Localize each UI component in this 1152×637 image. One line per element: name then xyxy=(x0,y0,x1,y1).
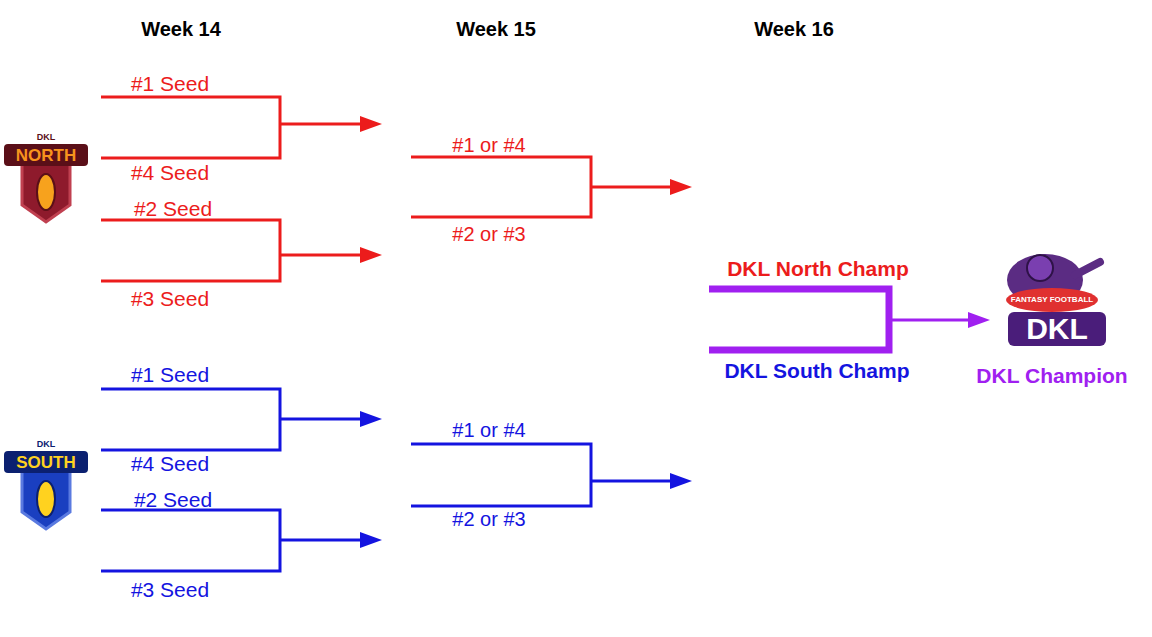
arrow-line xyxy=(280,539,362,542)
arrow-line xyxy=(280,123,362,126)
logo-helmet xyxy=(1027,255,1053,281)
arrowhead xyxy=(360,247,382,263)
bracket-line xyxy=(411,157,591,217)
logo-banner xyxy=(4,144,88,166)
arrowhead xyxy=(360,116,382,132)
seed-label: #4 Seed xyxy=(131,162,209,183)
arrowhead xyxy=(670,179,692,195)
arrow-line xyxy=(591,186,672,189)
south-logo xyxy=(4,438,88,529)
north-logo xyxy=(4,131,88,222)
champ-label: DKL North Champ xyxy=(727,258,909,279)
logo-text: DKL xyxy=(37,440,56,449)
seed-label: #3 Seed xyxy=(131,579,209,600)
logo-ball xyxy=(37,481,55,517)
seed-label: #1 Seed xyxy=(131,364,209,385)
south-arrowheads xyxy=(360,411,692,548)
week-label: Week 16 xyxy=(754,19,834,39)
logo-text: SOUTH xyxy=(16,454,76,471)
logo-text: DKL xyxy=(1026,314,1088,344)
arrowhead xyxy=(968,312,990,328)
logo-text: FANTASY FOOTBALL xyxy=(1011,296,1093,304)
arrow-line xyxy=(280,418,362,421)
champ-label: DKL South Champ xyxy=(724,360,909,381)
champion-label: DKL Champion xyxy=(976,365,1127,386)
bracket-line xyxy=(101,389,280,450)
slot-label: #2 or #3 xyxy=(452,224,525,244)
seed-label: #3 Seed xyxy=(131,288,209,309)
arrowhead xyxy=(360,532,382,548)
arrowhead xyxy=(360,411,382,427)
week-label: Week 15 xyxy=(456,19,536,39)
logo-plate xyxy=(1008,312,1106,346)
north-bracket xyxy=(101,97,672,281)
arrowhead xyxy=(670,473,692,489)
north-arrowheads xyxy=(360,116,692,263)
logo-arm xyxy=(1075,262,1100,275)
seed-label: #1 Seed xyxy=(131,73,209,94)
logo-tag xyxy=(32,131,60,142)
slot-label: #1 or #4 xyxy=(452,420,525,440)
bracket-line xyxy=(101,220,280,281)
bracket-line xyxy=(101,97,280,158)
logo-tag xyxy=(32,438,60,449)
arrow-line xyxy=(889,319,970,322)
seed-label: #2 Seed xyxy=(134,489,212,510)
logo-text: DKL xyxy=(37,133,56,142)
logo-ball xyxy=(37,174,55,210)
dkl-logo xyxy=(1006,254,1106,346)
week-label: Week 14 xyxy=(141,19,221,39)
south-bracket xyxy=(101,389,672,571)
bracket-line xyxy=(411,444,591,506)
arrow-line xyxy=(591,480,672,483)
logo-banner xyxy=(4,451,88,473)
bracket-line xyxy=(101,510,280,571)
arrow-line xyxy=(280,254,362,257)
seed-label: #4 Seed xyxy=(131,453,209,474)
final-bracket xyxy=(709,289,889,350)
slot-label: #1 or #4 xyxy=(452,135,525,155)
logo-text: NORTH xyxy=(16,147,76,164)
seed-label: #2 Seed xyxy=(134,198,212,219)
logo-ball xyxy=(1006,288,1098,312)
slot-label: #2 or #3 xyxy=(452,509,525,529)
